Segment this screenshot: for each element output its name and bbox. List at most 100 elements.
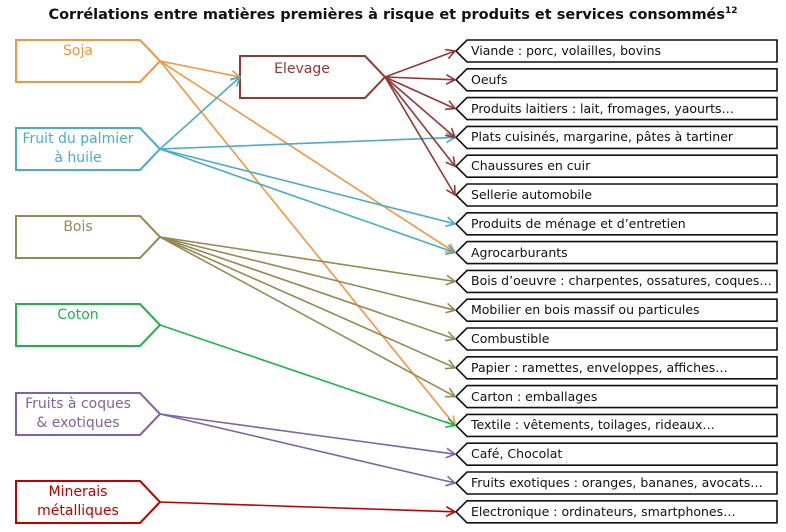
product-box [454, 413, 778, 438]
product-box [454, 125, 778, 150]
arrowhead-icon [445, 73, 457, 85]
product-label: Viande : porc, volailles, bovins [471, 43, 662, 58]
link-line [384, 76, 456, 167]
link-line [159, 236, 456, 398]
arrowhead-icon [445, 506, 457, 518]
product-box [454, 68, 778, 92]
link-line [384, 76, 456, 196]
product-label: Produits laitiers : lait, fromages, yaou… [471, 100, 734, 116]
arrowhead-icon [445, 331, 457, 342]
link-line [159, 60, 456, 426]
link-arrow-elevage [384, 48, 457, 78]
arrowhead-icon [230, 75, 242, 87]
product-label: Combustible [471, 331, 550, 346]
link-arrow-palmier [159, 148, 457, 228]
source-box-minerais [15, 480, 162, 524]
arrowhead-icon [445, 244, 457, 256]
link-arrow-bois [159, 236, 457, 370]
product-box [454, 154, 778, 178]
intermediate-label-elevage: Elevage [274, 60, 330, 77]
link-line [159, 76, 241, 150]
source-label-bois: Bois [63, 219, 93, 235]
link-arrow-bois [159, 236, 457, 398]
link-arrow-fruits [159, 413, 457, 459]
title-footnote: 12 [725, 6, 738, 16]
link-arrow-palmier [159, 132, 457, 150]
product-box [454, 355, 778, 380]
source-label-minerais: Minerais métalliques [37, 484, 119, 519]
product-label: Oeufs [471, 71, 508, 87]
product-label: Mobilier en bois massif ou particules [471, 302, 700, 318]
product-box [454, 442, 778, 467]
product-label: Electronique : ordinateurs, smartphones… [471, 503, 736, 519]
product-box [454, 327, 778, 351]
link-line [384, 76, 456, 139]
link-arrow-bois [159, 236, 457, 286]
arrowhead-icon [444, 387, 457, 398]
link-line [159, 324, 456, 427]
link-arrow-elevage [384, 76, 457, 139]
arrowhead-icon [445, 156, 457, 168]
link-line [384, 76, 456, 110]
link-arrow-soja [159, 60, 242, 81]
link-arrow-palmier [159, 148, 457, 256]
link-line [159, 501, 456, 513]
product-label: Sellerie automobile [471, 187, 593, 202]
link-line [159, 148, 456, 254]
arrowhead-icon [445, 475, 457, 487]
link-line [384, 50, 456, 78]
arrowhead-icon [445, 447, 457, 459]
link-arrow-coton [159, 324, 457, 428]
product-box [454, 269, 778, 294]
link-line [159, 236, 456, 369]
source-box-soja [15, 39, 162, 83]
link-line [159, 148, 456, 225]
link-line [384, 76, 456, 81]
product-box [454, 96, 778, 121]
product-box [454, 183, 778, 207]
product-box [454, 471, 778, 495]
product-label: Produits de ménage et d’entretien [471, 215, 686, 231]
arrowhead-icon [445, 127, 457, 139]
link-line [159, 60, 456, 254]
product-box [454, 298, 778, 323]
product-label: Bois d’oeuvre : charpentes, ossatures, c… [471, 273, 772, 289]
link-arrow-elevage [384, 76, 457, 168]
arrowhead-icon [444, 359, 457, 370]
source-label-soja: Soja [63, 43, 93, 59]
diagram-title: Corrélations entre matières premières à … [0, 6, 786, 23]
source-box-palmier [15, 127, 162, 171]
arrowhead-icon [445, 302, 457, 314]
link-arrow-elevage [384, 76, 456, 197]
product-box [454, 384, 778, 409]
arrowhead-icon [445, 417, 457, 428]
source-label-coton: Coton [57, 307, 99, 323]
product-box [454, 212, 778, 236]
product-label: Textile : vêtements, toilages, rideaux… [471, 417, 715, 433]
link-arrow-palmier [159, 75, 242, 150]
link-line [159, 236, 456, 311]
link-arrow-elevage [384, 76, 457, 111]
product-label: Fruits exotiques : oranges, bananes, avo… [471, 475, 763, 490]
link-line [159, 60, 241, 78]
arrowhead-icon [445, 216, 457, 228]
product-box [454, 39, 778, 63]
link-arrow-elevage [384, 73, 457, 85]
source-box-fruits [15, 392, 162, 436]
arrowhead-icon [445, 274, 457, 286]
source-label-fruits: Fruits à coques & exotiques [25, 396, 131, 431]
product-label: Papier : ramettes, enveloppes, affiches… [471, 359, 728, 375]
title-text: Corrélations entre matières premières à … [48, 6, 726, 23]
link-line [159, 236, 456, 340]
source-box-bois [15, 215, 162, 259]
source-box-coton [15, 303, 162, 347]
arrowhead-icon [444, 48, 457, 60]
product-label: Agrocarburants [471, 244, 568, 260]
link-line [159, 413, 456, 455]
arrowhead-icon [444, 100, 457, 111]
link-line [159, 236, 456, 283]
link-line [159, 136, 456, 150]
product-box [454, 240, 778, 265]
product-box [454, 499, 778, 524]
